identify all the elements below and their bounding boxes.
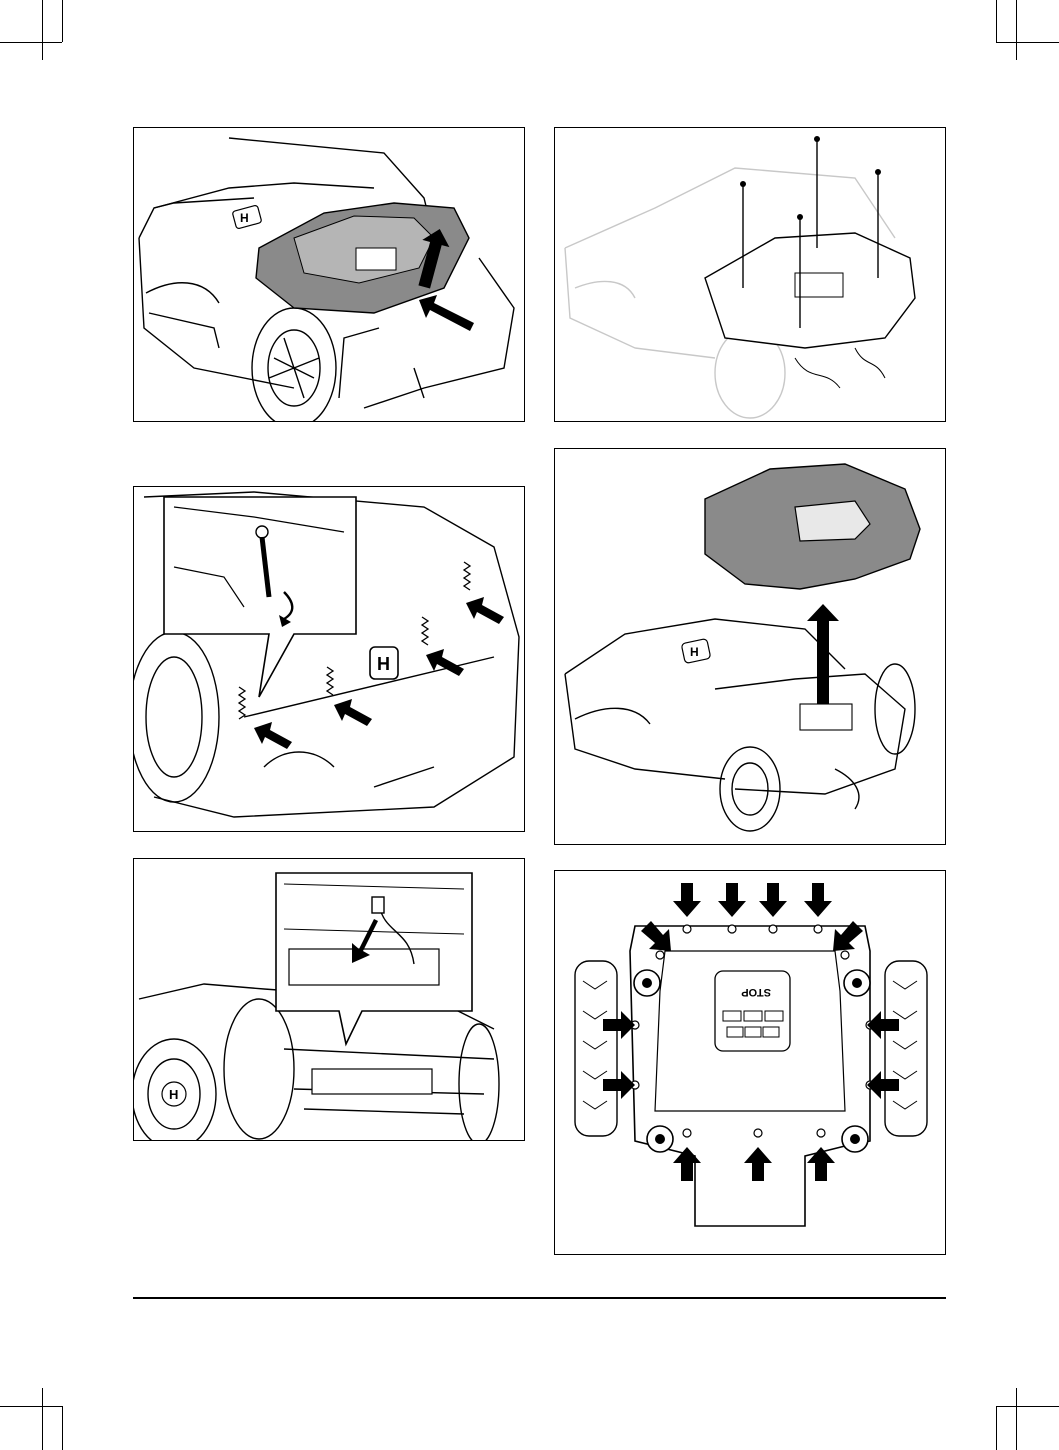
figure-springs: H [133, 486, 525, 832]
brand-letter: H [240, 211, 249, 225]
callout-dot [740, 181, 746, 187]
mower-illustration: H [555, 449, 946, 845]
battery-pack [312, 1069, 432, 1094]
crop-mark [0, 42, 62, 43]
figure-disconnect-cable: H [133, 858, 525, 1141]
mower-illustration: H [134, 487, 525, 832]
stop-label: STOP [741, 986, 771, 998]
brand-logo: H [162, 1082, 186, 1106]
callout-dot [797, 214, 803, 220]
figure-remove-body: H [554, 448, 946, 845]
footer-rule [133, 1297, 946, 1299]
arrow-icon [419, 295, 474, 331]
crop-mark [62, 0, 63, 42]
brand-letter: H [377, 654, 390, 674]
detail-inset [276, 873, 472, 1044]
figure-chassis-screws: STOP [554, 870, 946, 1255]
mower-illustration: H [134, 859, 525, 1141]
arrow-icon [254, 722, 292, 749]
brand-letter: H [690, 645, 699, 659]
figure-lift-cover: H [133, 127, 525, 422]
chassis-illustration: STOP [555, 871, 946, 1255]
crop-mark [1016, 0, 1017, 60]
crop-mark [996, 42, 1059, 43]
callout-dot [814, 136, 820, 142]
crop-mark [0, 1406, 62, 1407]
brand-logo: H [370, 647, 398, 679]
crop-mark [996, 0, 997, 42]
figure-callouts [554, 127, 946, 422]
crop-mark [42, 1388, 43, 1450]
brand-logo: H [681, 639, 711, 664]
arrow-icon [807, 604, 839, 707]
brand-letter: H [169, 1087, 178, 1102]
brand-logo: H [232, 205, 262, 229]
arrow-icon [334, 699, 372, 726]
control-panel [356, 248, 396, 270]
mower-illustration: H [134, 128, 525, 422]
arrow-icon [466, 597, 504, 624]
crop-mark [996, 1406, 1059, 1407]
mower-illustration [555, 128, 946, 422]
control-panel [795, 273, 843, 297]
crop-mark [996, 1406, 997, 1450]
crop-mark [42, 0, 43, 60]
control-panel [800, 704, 852, 730]
connector-icon [372, 897, 384, 913]
callout-dot [875, 169, 881, 175]
crop-mark [62, 1406, 63, 1450]
display-window [795, 501, 870, 541]
crop-mark [1016, 1388, 1017, 1450]
